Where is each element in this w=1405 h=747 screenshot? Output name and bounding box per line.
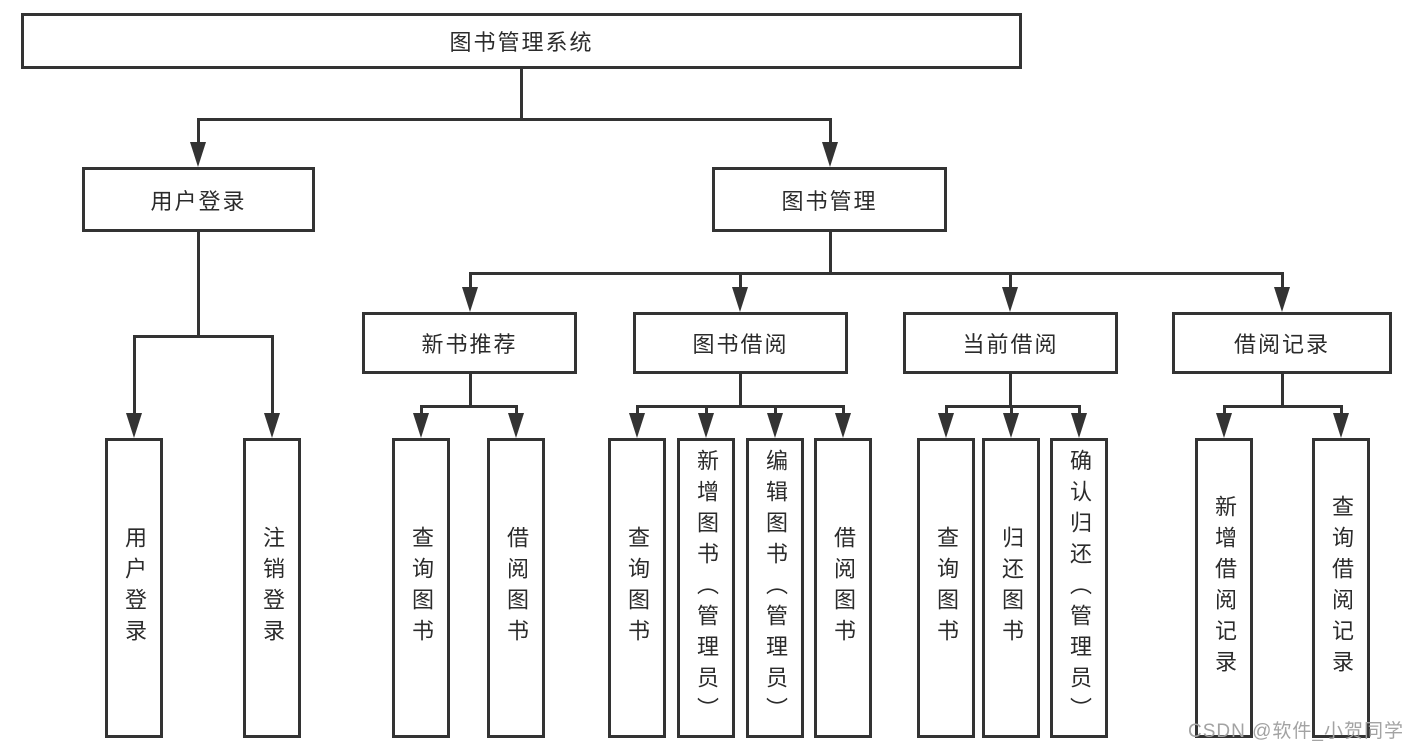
- connector-line: [1223, 405, 1226, 413]
- node-user-login-label: 用户登录: [150, 188, 247, 214]
- arrow-down-icon: [1003, 413, 1019, 438]
- csdn-watermark: CSDN @软件_小贺同学: [1188, 721, 1404, 742]
- leaf-recommend-borrow-books-label: 借阅图书: [504, 526, 529, 650]
- arrow-down-icon: [413, 413, 429, 438]
- connector-line: [1223, 405, 1342, 408]
- leaf-user-login-label: 用户登录: [122, 526, 147, 650]
- node-book-management-label: 图书管理: [781, 188, 878, 214]
- connector-line: [520, 69, 523, 121]
- connector-line: [842, 405, 845, 413]
- leaf-borrow-add-books-admin-label: 新增图书（管理员）: [694, 448, 719, 728]
- connector-line: [420, 405, 423, 413]
- leaf-borrow-query-books: 查询图书: [608, 438, 666, 738]
- leaf-current-query-books-label: 查询图书: [934, 526, 959, 650]
- arrow-down-icon: [938, 413, 954, 438]
- connector-line: [829, 118, 832, 142]
- leaf-current-return-books: 归还图书: [982, 438, 1040, 738]
- connector-line: [469, 272, 472, 287]
- arrow-down-icon: [732, 287, 748, 312]
- connector-line: [636, 405, 639, 413]
- connector-line: [636, 405, 844, 408]
- arrow-down-icon: [190, 142, 206, 167]
- connector-line: [705, 405, 708, 413]
- connector-line: [197, 232, 200, 338]
- connector-line: [1078, 405, 1081, 413]
- leaf-recommend-borrow-books: 借阅图书: [487, 438, 545, 738]
- connector-line: [1010, 405, 1013, 413]
- connector-line: [469, 272, 1283, 275]
- connector-line: [774, 405, 777, 413]
- arrow-down-icon: [1071, 413, 1087, 438]
- connector-line: [133, 335, 274, 338]
- arrow-down-icon: [1002, 287, 1018, 312]
- leaf-borrow-add-books-admin: 新增图书（管理员）: [677, 438, 735, 738]
- arrow-down-icon: [1274, 287, 1290, 312]
- arrow-down-icon: [835, 413, 851, 438]
- connector-line: [829, 232, 832, 275]
- leaf-current-return-books-label: 归还图书: [999, 526, 1024, 650]
- leaf-user-login: 用户登录: [105, 438, 163, 738]
- leaf-borrow-borrow-books-label: 借阅图书: [831, 526, 856, 650]
- connector-line: [133, 335, 136, 413]
- node-user-login: 用户登录: [82, 167, 315, 232]
- connector-line: [271, 335, 274, 413]
- leaf-borrow-borrow-books: 借阅图书: [814, 438, 872, 738]
- connector-line: [515, 405, 518, 413]
- connector-line: [197, 118, 200, 142]
- leaf-logout: 注销登录: [243, 438, 301, 738]
- node-borrow-records-label: 借阅记录: [1233, 332, 1330, 357]
- node-current-borrow: 当前借阅: [903, 312, 1118, 374]
- node-book-management: 图书管理: [712, 167, 947, 232]
- leaf-recommend-query-books-label: 查询图书: [409, 526, 434, 650]
- node-root: 图书管理系统: [21, 13, 1022, 69]
- leaf-borrow-query-books-label: 查询图书: [625, 526, 650, 650]
- connector-line: [1009, 374, 1012, 408]
- connector-line: [1281, 374, 1284, 408]
- leaf-current-confirm-return-admin-label: 确认归还（管理员）: [1067, 448, 1092, 728]
- node-new-book-recommend-label: 新书推荐: [421, 332, 518, 357]
- arrow-down-icon: [767, 413, 783, 438]
- leaf-records-query-record: 查询借阅记录: [1312, 438, 1370, 738]
- leaf-current-query-books: 查询图书: [917, 438, 975, 738]
- leaf-borrow-edit-books-admin: 编辑图书（管理员）: [746, 438, 804, 738]
- connector-line: [1340, 405, 1343, 413]
- arrow-down-icon: [822, 142, 838, 167]
- leaf-borrow-edit-books-admin-label: 编辑图书（管理员）: [763, 448, 788, 728]
- node-current-borrow-label: 当前借阅: [962, 332, 1059, 357]
- connector-line: [739, 272, 742, 287]
- connector-line: [469, 374, 472, 408]
- connector-line: [1009, 272, 1012, 287]
- arrow-down-icon: [264, 413, 280, 438]
- leaf-records-query-record-label: 查询借阅记录: [1329, 495, 1354, 681]
- node-borrow-records: 借阅记录: [1172, 312, 1392, 374]
- arrow-down-icon: [629, 413, 645, 438]
- node-book-borrow: 图书借阅: [633, 312, 848, 374]
- connector-line: [420, 405, 517, 408]
- leaf-recommend-query-books: 查询图书: [392, 438, 450, 738]
- arrow-down-icon: [462, 287, 478, 312]
- arrow-down-icon: [126, 413, 142, 438]
- connector-line: [197, 118, 831, 121]
- connector-line: [1281, 272, 1284, 287]
- node-root-label: 图书管理系统: [449, 30, 594, 55]
- arrow-down-icon: [698, 413, 714, 438]
- connector-line: [945, 405, 948, 413]
- arrow-down-icon: [1216, 413, 1232, 438]
- arrow-down-icon: [1333, 413, 1349, 438]
- leaf-logout-label: 注销登录: [260, 526, 285, 650]
- arrow-down-icon: [508, 413, 524, 438]
- node-book-borrow-label: 图书借阅: [692, 332, 789, 357]
- connector-line: [739, 374, 742, 408]
- node-new-book-recommend: 新书推荐: [362, 312, 577, 374]
- leaf-records-add-record-label: 新增借阅记录: [1212, 495, 1237, 681]
- leaf-current-confirm-return-admin: 确认归还（管理员）: [1050, 438, 1108, 738]
- leaf-records-add-record: 新增借阅记录: [1195, 438, 1253, 738]
